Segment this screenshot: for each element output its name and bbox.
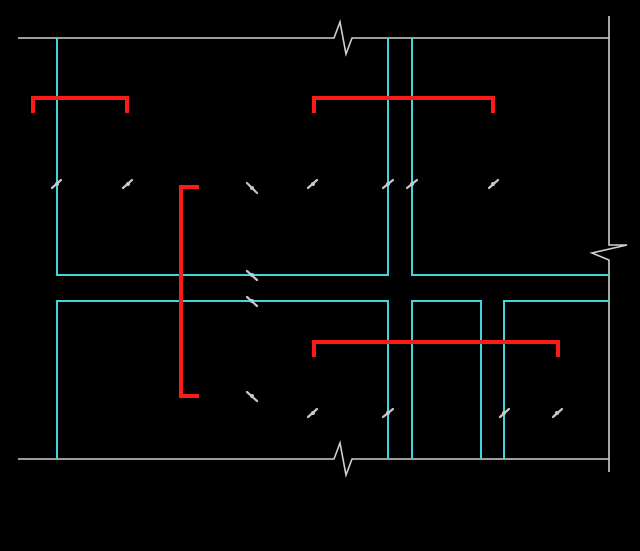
bracket-top-left xyxy=(31,96,129,113)
anchor-mark xyxy=(306,178,319,190)
bracket-left-vertical xyxy=(179,185,199,398)
anchor-mark xyxy=(245,181,259,195)
bracket-bottom-right xyxy=(312,340,560,357)
anchor-mark xyxy=(487,178,500,190)
right-boundary-line xyxy=(589,16,628,472)
anchor-mark xyxy=(381,407,395,419)
wall-room-top-right xyxy=(411,38,609,276)
anchor-mark xyxy=(405,178,419,190)
anchor-mark xyxy=(498,407,511,419)
wall-room-bottom-middle xyxy=(411,300,482,459)
anchors xyxy=(50,178,564,419)
anchor-mark xyxy=(245,390,259,403)
anchor-mark xyxy=(381,178,395,190)
bottom-boundary-line xyxy=(18,440,609,478)
anchor-mark xyxy=(245,295,259,308)
wall-room-bottom-left xyxy=(56,300,389,459)
wall-room-top-left xyxy=(56,38,389,276)
anchor-mark xyxy=(121,178,134,190)
wall-room-bottom-right xyxy=(503,300,609,459)
brackets xyxy=(31,96,560,398)
top-boundary-line xyxy=(18,19,609,57)
bracket-top-right xyxy=(312,96,495,113)
anchor-mark xyxy=(551,407,564,419)
anchor-mark xyxy=(306,407,319,419)
anchor-mark xyxy=(50,178,63,190)
boundary-lines xyxy=(18,16,628,478)
anchor-mark xyxy=(245,269,259,282)
walls xyxy=(56,38,609,459)
